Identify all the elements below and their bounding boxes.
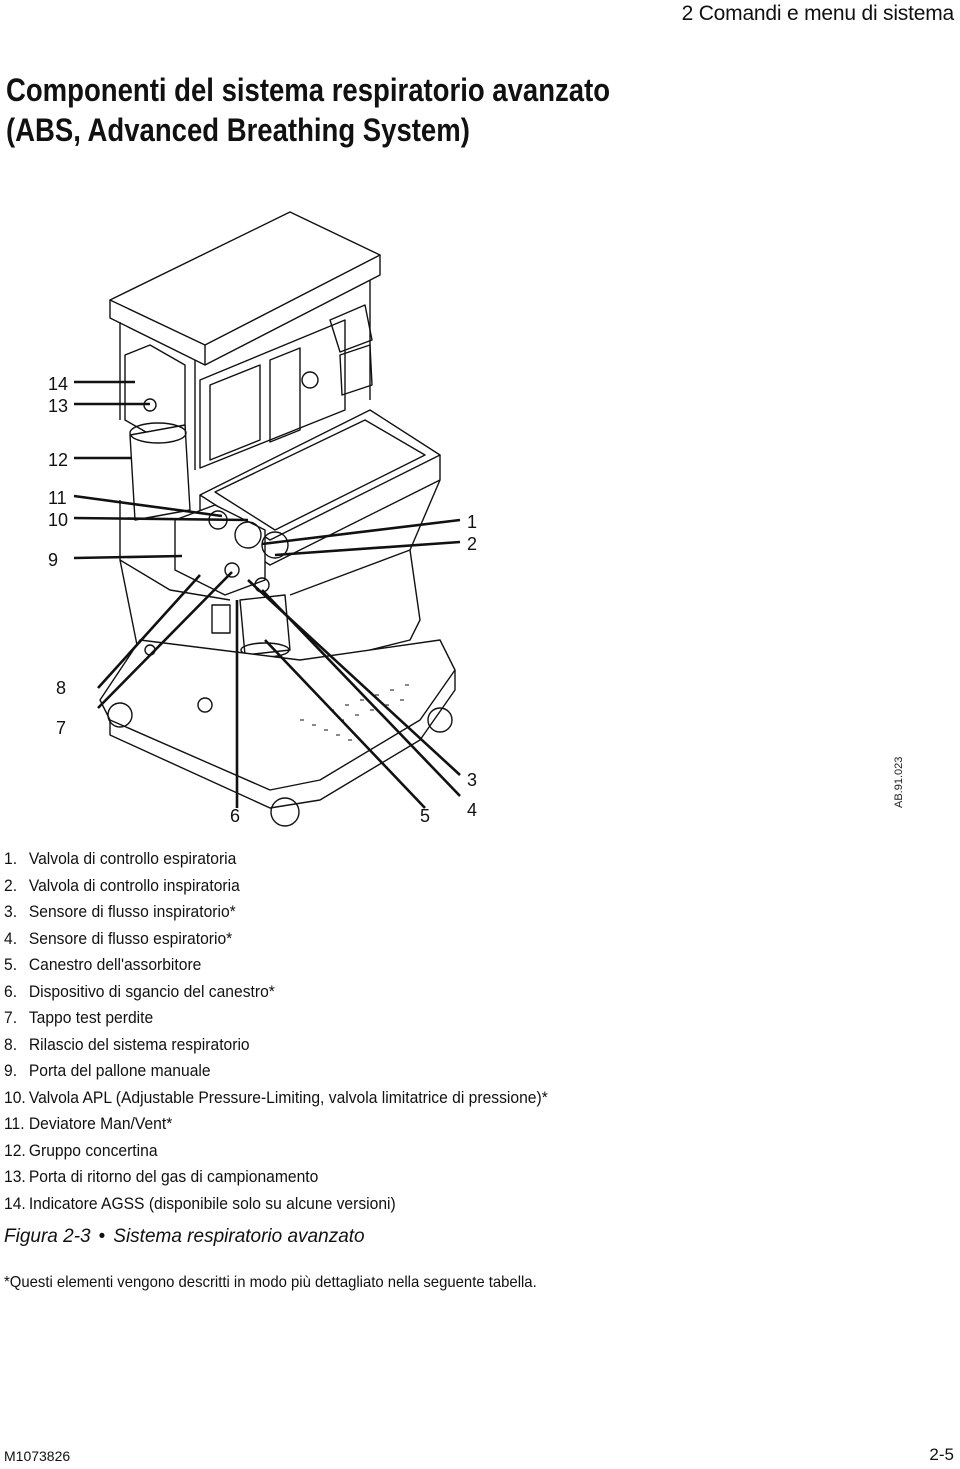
page-title: Componenti del sistema respiratorio avan… [6,70,610,150]
machine-line-drawing [73,211,461,827]
callout-11: 11 [48,488,67,508]
legend-item: 9.Porta del pallone manuale [4,1061,211,1080]
legend-item: 6.Dispositivo di sgancio del canestro* [4,981,275,1001]
legend-item: 7.Tappo test perdite [4,1008,154,1027]
legend-item: 1.Valvola di controllo espiratoria [4,849,237,868]
legend-item: 8.Rilascio del sistema respiratorio [4,1034,250,1054]
legend-item: 2.Valvola di controllo inspiratoria [4,875,240,895]
legend-item: 11.Deviatore Man/Vent* [4,1114,173,1133]
callout-9: 9 [48,550,59,570]
legend-item: 12.Gruppo concertina [4,1140,158,1160]
page-number: 2-5 [929,1445,954,1464]
anesthesia-machine-figure: 14 13 12 11 10 9 1 2 8 7 6 5 3 4 [0,200,960,840]
callout-10: 10 [48,510,69,530]
page-title-line2: (ABS, Advanced Breathing System) [6,112,470,148]
callout-8: 8 [56,678,67,698]
caption-bullet: • [98,1226,106,1247]
legend-item: 4.Sensore di flusso espiratorio* [4,928,233,948]
figure-caption: Figura 2-3 • Sistema respiratorio avanzato [4,1226,365,1248]
callout-5: 5 [420,806,431,826]
callout-4: 4 [467,800,478,820]
callout-14: 14 [48,374,69,394]
running-header: 2 Comandi e menu di sistema [681,2,955,25]
caption-text: Sistema respiratorio avanzato [113,1226,365,1247]
footnote: *Questi elementi vengono descritti in mo… [4,1274,537,1291]
callout-6: 6 [230,806,241,826]
document-id: M1073826 [4,1448,71,1464]
legend-item: 10.Valvola APL (Adjustable Pressure-Limi… [4,1087,548,1107]
page-title-line1: Componenti del sistema respiratorio avan… [6,72,611,108]
callout-12: 12 [48,450,69,470]
legend-item: 14.Indicatore AGSS (disponibile solo su … [4,1193,396,1213]
callout-1: 1 [467,512,478,532]
callout-2: 2 [467,534,478,554]
callout-3: 3 [467,770,478,790]
callout-13: 13 [48,396,69,416]
legend-item: 3.Sensore di flusso inspiratorio* [4,902,236,921]
legend-item: 13.Porta di ritorno del gas di campionam… [4,1167,319,1186]
callout-7: 7 [56,718,67,738]
figure-code: AB.91.023 [893,756,905,808]
legend-item: 5.Canestro dell'assorbitore [4,955,202,974]
caption-label: Figura 2-3 [4,1226,91,1247]
component-legend: 1.Valvola di controllo espiratoria 2.Val… [4,846,548,1217]
